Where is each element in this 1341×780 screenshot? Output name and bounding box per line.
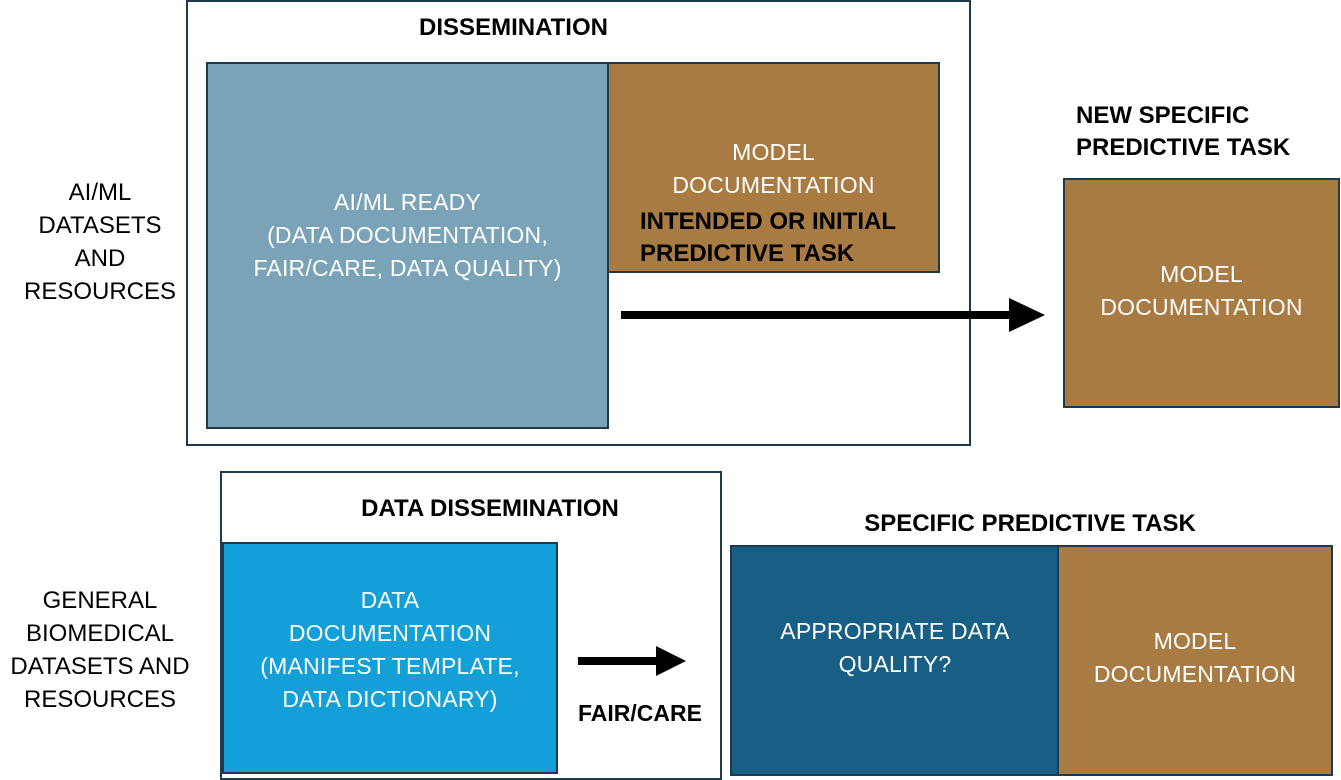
bottom-side-label: GENERAL BIOMEDICAL DATASETS AND RESOURCE… <box>0 584 200 716</box>
intended-task-label: INTENDED OR INITIAL PREDICTIVE TASK <box>640 206 940 270</box>
top-model-doc-line: DOCUMENTATION <box>672 172 875 198</box>
data-doc-line: DATA <box>360 587 420 613</box>
bottom-arrow-shaft <box>578 657 658 665</box>
new-model-documentation-box: MODEL DOCUMENTATION <box>1063 178 1340 408</box>
top-side-label: AI/ML DATASETS AND RESOURCES <box>10 176 190 308</box>
bottom-model-doc-line: DOCUMENTATION <box>1093 660 1297 687</box>
data-doc-line: (MANIFEST TEMPLATE, <box>260 653 520 679</box>
intended-task-line: INTENDED OR INITIAL <box>640 208 896 235</box>
bottom-model-doc-line: MODEL <box>1153 627 1237 654</box>
new-model-doc-line: MODEL <box>1160 261 1243 287</box>
top-side-label-line: DATASETS <box>38 212 162 239</box>
bottom-side-label-line: GENERAL <box>42 587 158 614</box>
dissemination-title: DISSEMINATION <box>419 14 608 41</box>
data-dissemination-title: DATA DISSEMINATION <box>361 495 619 522</box>
data-doc-line: DATA DICTIONARY) <box>282 686 498 712</box>
top-arrow-head <box>1009 298 1045 332</box>
new-task-title-line: PREDICTIVE TASK <box>1076 134 1291 161</box>
top-side-label-line: RESOURCES <box>23 278 177 305</box>
intended-task-line: PREDICTIVE TASK <box>640 240 855 267</box>
bottom-side-label-line: BIOMEDICAL <box>25 620 175 647</box>
top-model-documentation-box: MODEL DOCUMENTATION <box>607 62 940 273</box>
top-side-label-line: AI/ML <box>68 179 132 206</box>
bottom-side-label-line: DATASETS AND <box>10 653 190 680</box>
specific-task-title: SPECIFIC PREDICTIVE TASK <box>864 510 1196 537</box>
data-documentation-box: DATA DOCUMENTATION (MANIFEST TEMPLATE, D… <box>222 542 558 774</box>
ai-ml-ready-line: FAIR/CARE, DATA QUALITY) <box>253 255 562 281</box>
new-task-title-line: NEW SPECIFIC <box>1076 102 1250 129</box>
data-doc-line: DOCUMENTATION <box>288 620 492 646</box>
new-specific-task-title: NEW SPECIFIC PREDICTIVE TASK <box>1060 100 1341 164</box>
data-quality-line: QUALITY? <box>838 651 952 677</box>
ai-ml-ready-line: AI/ML READY <box>333 189 482 215</box>
ai-ml-ready-line: (DATA DOCUMENTATION, <box>267 222 548 248</box>
top-model-doc-line: MODEL <box>732 139 815 165</box>
top-arrow-shaft <box>621 311 1013 319</box>
fair-care-label: FAIR/CARE <box>578 700 702 726</box>
data-quality-line: APPROPRIATE DATA <box>780 618 1010 644</box>
top-side-label-line: AND <box>74 245 126 272</box>
new-model-doc-line: DOCUMENTATION <box>1100 294 1303 320</box>
bottom-arrow-head <box>656 646 686 676</box>
bottom-side-label-line: RESOURCES <box>23 686 177 713</box>
appropriate-data-quality-box: APPROPRIATE DATA QUALITY? <box>730 545 1060 776</box>
bottom-model-documentation-box: MODEL DOCUMENTATION <box>1057 545 1333 776</box>
ai-ml-ready-box: AI/ML READY (DATA DOCUMENTATION, FAIR/CA… <box>206 62 609 429</box>
